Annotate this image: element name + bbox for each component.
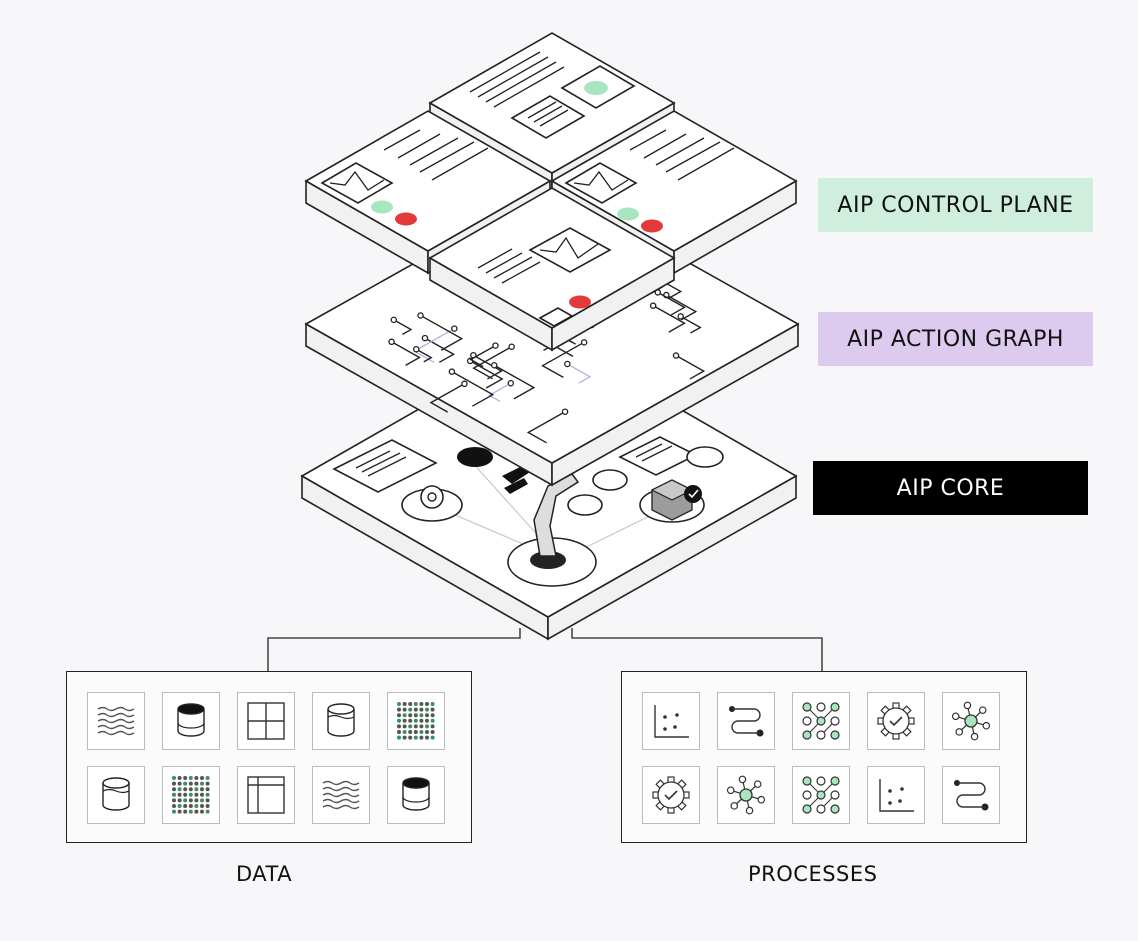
- dot-matrix-icon: [387, 692, 445, 750]
- circuit-node: [461, 380, 468, 388]
- gear-check-icon: [867, 692, 925, 750]
- database-dark-icon: [387, 766, 445, 824]
- circuit-trace: [680, 315, 702, 334]
- circuit-node: [649, 302, 657, 309]
- circuit-node: [508, 343, 515, 350]
- circuit-node: [390, 316, 398, 324]
- database-dark-icon: [162, 692, 220, 750]
- data-caption: DATA: [236, 862, 293, 886]
- aip-action-graph-label: AIP ACTION GRAPH: [818, 312, 1093, 366]
- circuit-trace: [675, 354, 706, 380]
- processes-panel: [621, 671, 1027, 843]
- node-grid-icon: [792, 692, 850, 750]
- circuit-trace: [526, 411, 566, 444]
- grid-icon: [237, 692, 295, 750]
- circuit-trace: [472, 346, 512, 380]
- processes-caption: PROCESSES: [748, 862, 878, 886]
- route-icon: [717, 692, 775, 750]
- waves-icon: [87, 692, 145, 750]
- circuit-trace: [652, 305, 686, 333]
- circuit-trace: [424, 337, 456, 363]
- circuit-trace: [567, 363, 592, 384]
- circuit-node: [413, 345, 420, 353]
- circuit-node: [564, 360, 571, 368]
- circuit-trace: [393, 319, 413, 336]
- circuit-node: [561, 408, 569, 415]
- circuit-node: [421, 334, 429, 342]
- circuit-trace: [493, 364, 536, 400]
- scatter-icon: [867, 766, 925, 824]
- circuit-node: [417, 312, 424, 319]
- circuit-node: [388, 338, 395, 346]
- circuit-node: [451, 325, 458, 332]
- circuit-trace: [657, 291, 686, 316]
- data-panel: [66, 671, 472, 843]
- circuit-trace: [541, 341, 585, 378]
- circuit-trace: [469, 344, 496, 368]
- control-card-front: [428, 187, 676, 352]
- circuit-trace: [469, 360, 504, 389]
- gear-check-icon: [642, 766, 700, 824]
- database-wave-icon: [312, 692, 370, 750]
- circuit-node: [492, 342, 499, 349]
- aip-control-plane-layer: [304, 32, 798, 352]
- circuit-node: [580, 339, 588, 346]
- aip-control-plane-label: AIP CONTROL PLANE: [818, 178, 1093, 232]
- node-grid-icon: [792, 766, 850, 824]
- network-hub-icon: [717, 766, 775, 824]
- circuit-trace: [473, 354, 503, 380]
- aip-core-label: AIP CORE: [813, 461, 1088, 515]
- circuit-trace: [415, 348, 433, 363]
- table-icon: [237, 766, 295, 824]
- circuit-node: [490, 362, 498, 369]
- circuit-trace: [665, 294, 698, 321]
- network-hub-icon: [942, 692, 1000, 750]
- circuit-trace: [488, 382, 512, 402]
- circuit-node: [677, 313, 684, 320]
- circuit-node: [507, 379, 515, 387]
- circuit-trace: [391, 341, 421, 366]
- circuit-trace: [451, 371, 495, 407]
- scatter-icon: [642, 692, 700, 750]
- waves-icon: [312, 766, 370, 824]
- dot-matrix-icon: [162, 766, 220, 824]
- circuit-trace: [429, 383, 465, 413]
- circuit-trace: [420, 314, 464, 351]
- circuit-node: [672, 352, 680, 359]
- database-wave-icon: [87, 766, 145, 824]
- connector-lines: [267, 628, 823, 671]
- route-icon: [942, 766, 1000, 824]
- circuit-node: [448, 368, 456, 375]
